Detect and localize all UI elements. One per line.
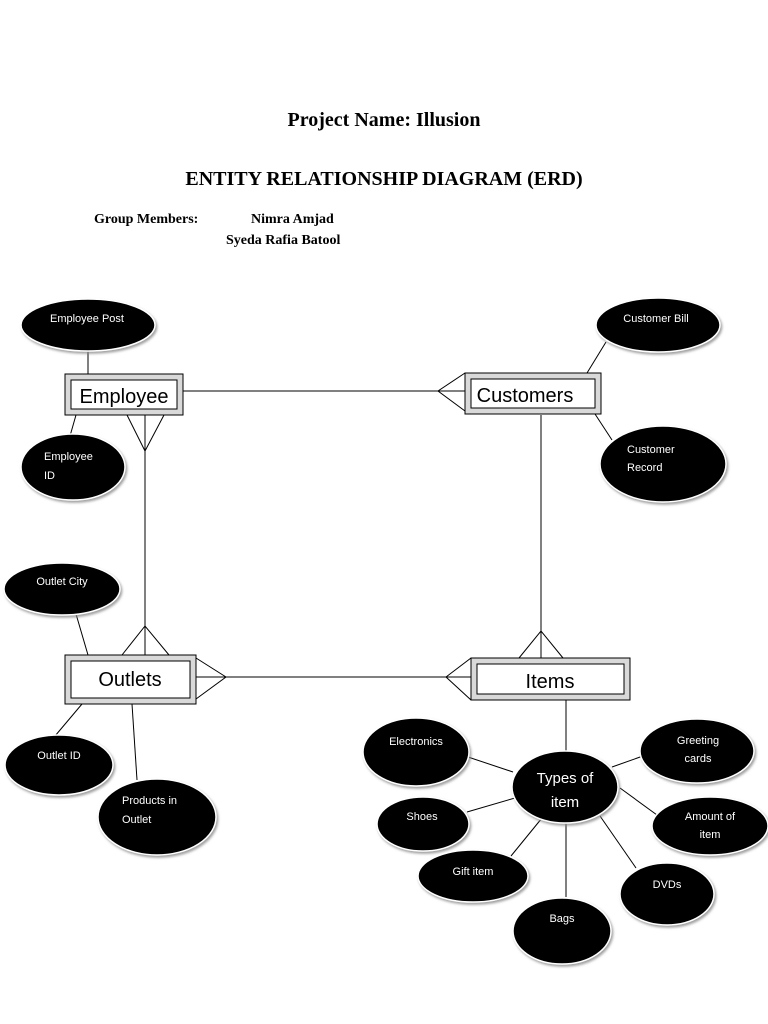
entity-items[interactable]: Items [470,657,631,701]
attribute-label: Gift item [453,866,494,878]
attribute-label: DVDs [653,879,682,891]
crowfoot-icon [445,657,472,701]
attribute-shoes[interactable] [376,796,470,852]
attribute-dvds[interactable] [619,862,715,926]
attribute-employee-id[interactable] [20,433,126,501]
attribute-bags[interactable] [512,897,612,965]
attribute-types-of-item[interactable] [511,750,619,824]
entity-employee[interactable]: Employee [64,373,184,416]
relationship-lines [54,341,658,897]
group-member-name: Nimra Amjad [251,212,334,227]
attribute-label: Record [627,462,662,474]
attribute-employee-post[interactable] [20,298,156,352]
attribute-label: Greeting [677,735,719,747]
group-members-label: Group Members: [94,212,199,227]
entity-label: Outlets [98,669,161,691]
crowfoot-icon [437,372,466,412]
project-title: Project Name: Illusion [287,109,481,131]
entity-label: Items [526,671,575,693]
attribute-customer-record[interactable] [599,425,727,503]
attribute-label: Employee Post [50,313,124,325]
crowfoot-icon [126,414,165,453]
attribute-label: Amount of [685,811,736,823]
crowfoot-icon [121,625,170,656]
entity-customers[interactable]: Customers [464,372,602,415]
attribute-label: Shoes [406,811,438,823]
entity-outlets[interactable]: Outlets [64,654,197,705]
crowfoot-icon [518,630,564,659]
attribute-label: item [700,829,721,841]
attribute-label: Outlet ID [37,750,80,762]
attribute-outlet-city[interactable] [3,562,121,616]
attribute-gift-item[interactable] [417,849,529,903]
attribute-label: Outlet [122,814,151,826]
attribute-label: Customer [627,444,675,456]
attribute-label: Outlet City [36,576,88,588]
attribute-label: Bags [549,913,575,925]
attribute-label: Electronics [389,736,443,748]
crowfoot-icon [195,657,227,700]
attribute-amount-of-item[interactable] [651,796,768,856]
attribute-greeting-cards[interactable] [639,718,755,784]
attribute-label: Customer Bill [623,313,688,325]
attribute-products-in-outlet[interactable] [97,778,217,856]
entity-label: Employee [80,386,169,408]
attribute-label: Products in [122,795,177,807]
attribute-label: ID [44,470,55,482]
group-member-name: Syeda Rafia Batool [226,233,341,248]
erd-title: ENTITY RELATIONSHIP DIAGRAM (ERD) [185,168,583,190]
attribute-customer-bill[interactable] [595,297,721,353]
attribute-electronics[interactable] [362,717,470,787]
attribute-label: Employee [44,451,93,463]
attribute-outlet-id[interactable] [4,734,114,796]
attribute-label: Types of [537,770,595,787]
entity-label: Customers [477,385,574,407]
attribute-label: item [551,794,579,811]
attribute-label: cards [685,753,712,765]
